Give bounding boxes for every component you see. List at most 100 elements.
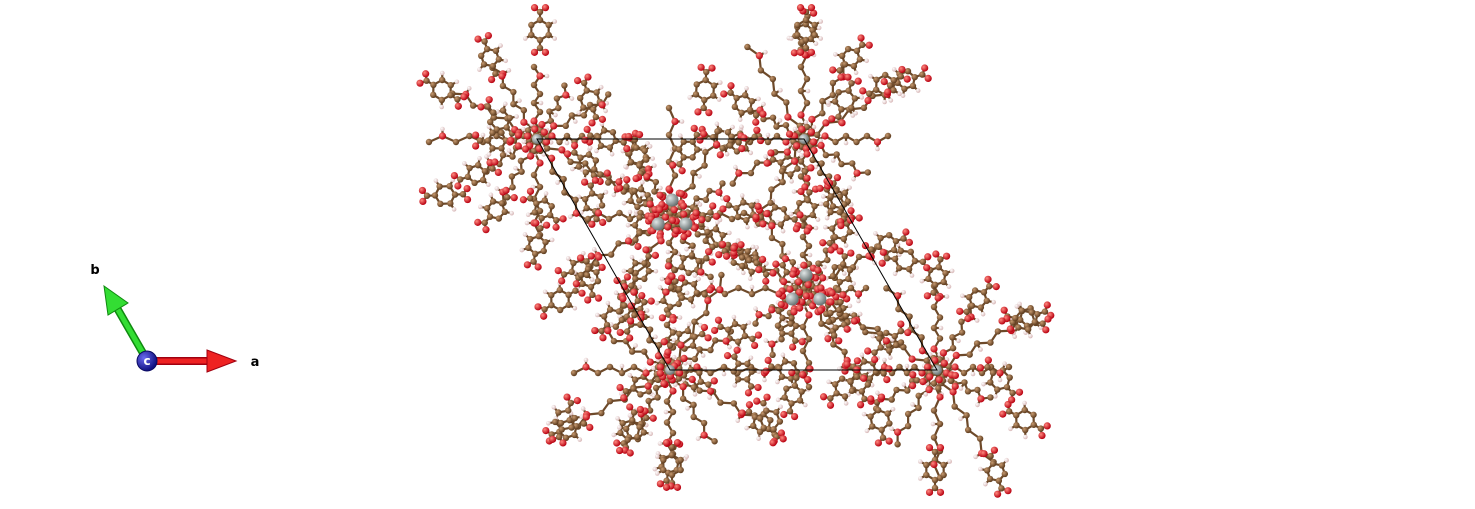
- hydrogen-atom: [594, 148, 599, 154]
- oxygen-atom: [716, 286, 724, 294]
- oxygen-atom: [952, 351, 960, 360]
- carbon-atom: [919, 258, 927, 265]
- hydrogen-atom: [605, 300, 611, 306]
- carbon-atom: [636, 197, 643, 204]
- oxygen-atom: [664, 277, 672, 285]
- carbon-atom: [994, 386, 1001, 393]
- hydrogen-atom: [870, 333, 876, 339]
- carbon-atom: [693, 81, 700, 88]
- carbon-atom: [532, 250, 539, 258]
- carbon-atom: [693, 146, 701, 153]
- hydrogen-atom: [503, 101, 508, 107]
- carbon-atom: [598, 327, 605, 335]
- oxygen-atom: [828, 115, 836, 123]
- hydrogen-atom: [756, 369, 762, 375]
- carbon-atom: [499, 82, 507, 90]
- carbon-atom: [680, 255, 687, 262]
- carbon-atom: [768, 363, 775, 370]
- carbon-atom: [555, 409, 562, 416]
- oxygen-atom: [762, 367, 770, 375]
- carbon-atom: [819, 97, 826, 105]
- oxygen-atom: [656, 191, 664, 199]
- carbon-atom: [977, 304, 985, 311]
- oxygen-atom: [864, 347, 872, 355]
- hydrogen-atom: [551, 404, 557, 410]
- carbon-atom: [853, 47, 861, 55]
- hydrogen-atom: [553, 112, 558, 118]
- hydrogen-atom: [657, 285, 663, 290]
- oxygen-atom: [909, 371, 917, 379]
- hydrogen-atom: [786, 250, 791, 255]
- carbon-atom: [528, 21, 535, 29]
- hydrogen-atom: [595, 312, 600, 318]
- carbon-atom: [936, 314, 944, 321]
- carbon-atom: [704, 215, 712, 223]
- axes-triad[interactable]: c b a: [90, 263, 259, 373]
- carbon-atom: [802, 36, 810, 44]
- oxygen-atom: [727, 82, 735, 90]
- carbon-atom: [524, 127, 532, 134]
- hydrogen-atom: [748, 355, 754, 361]
- carbon-atom: [504, 194, 511, 201]
- oxygen-atom: [847, 249, 855, 257]
- carbon-atom: [707, 273, 714, 281]
- oxygen-atom: [780, 410, 788, 419]
- hydrogen-atom: [930, 421, 936, 427]
- hydrogen-atom: [753, 306, 758, 311]
- carbon-atom: [911, 363, 918, 371]
- unit-cell-outline: [536, 138, 938, 371]
- oxygen-atom: [763, 159, 771, 167]
- carbon-atom: [637, 185, 645, 193]
- carbon-atom: [706, 187, 713, 195]
- carbon-atom: [1009, 389, 1016, 397]
- oxygen-atom: [664, 223, 672, 231]
- oxygen-atom: [956, 307, 964, 315]
- carbon-atom: [582, 169, 590, 176]
- carbon-atom: [816, 169, 824, 177]
- oxygen-atom: [581, 136, 589, 144]
- hydrogen-atom: [756, 96, 761, 102]
- hydrogen-atom: [598, 84, 604, 90]
- oxygen-atom: [713, 140, 721, 149]
- oxygen-atom: [744, 389, 753, 397]
- carbon-atom: [541, 306, 548, 313]
- hydrogen-atom: [975, 402, 980, 408]
- oxygen-atom: [853, 357, 862, 365]
- oxygen-atom: [804, 376, 812, 384]
- hydrogen-atom: [544, 73, 550, 79]
- carbon-atom: [452, 138, 460, 146]
- carbon-atom: [905, 265, 913, 273]
- carbon-atom: [630, 385, 637, 392]
- carbon-atom: [710, 92, 717, 99]
- carbon-atom: [615, 308, 623, 315]
- oxygen-atom: [762, 277, 770, 285]
- carbon-atom: [746, 106, 754, 114]
- carbon-atom: [884, 410, 891, 417]
- oxygen-atom: [738, 145, 746, 153]
- carbon-atom: [594, 277, 602, 285]
- carbon-atom: [567, 158, 574, 166]
- carbon-atom: [980, 289, 988, 296]
- oxygen-atom: [781, 255, 790, 263]
- oxygen-atom: [898, 65, 906, 74]
- oxygen-atom: [630, 288, 638, 296]
- oxygen-atom: [769, 269, 777, 277]
- hydrogen-atom: [763, 49, 768, 55]
- hydrogen-atom: [842, 271, 847, 276]
- carbon-atom: [572, 287, 579, 294]
- hydrogen-atom: [488, 192, 494, 198]
- carbon-atom: [501, 208, 509, 216]
- oxygen-atom: [692, 209, 700, 217]
- carbon-atom: [994, 328, 1002, 335]
- hydrogen-atom: [763, 338, 769, 343]
- carbon-atom: [897, 73, 904, 80]
- hydrogen-atom: [775, 397, 781, 403]
- carbon-atom: [690, 169, 697, 177]
- oxygen-atom: [673, 439, 682, 447]
- hydrogen-atom: [811, 124, 817, 130]
- carbon-atom: [769, 156, 777, 163]
- oxygen-atom: [779, 435, 787, 443]
- carbon-atom: [466, 132, 473, 140]
- carbon-atom: [797, 173, 805, 180]
